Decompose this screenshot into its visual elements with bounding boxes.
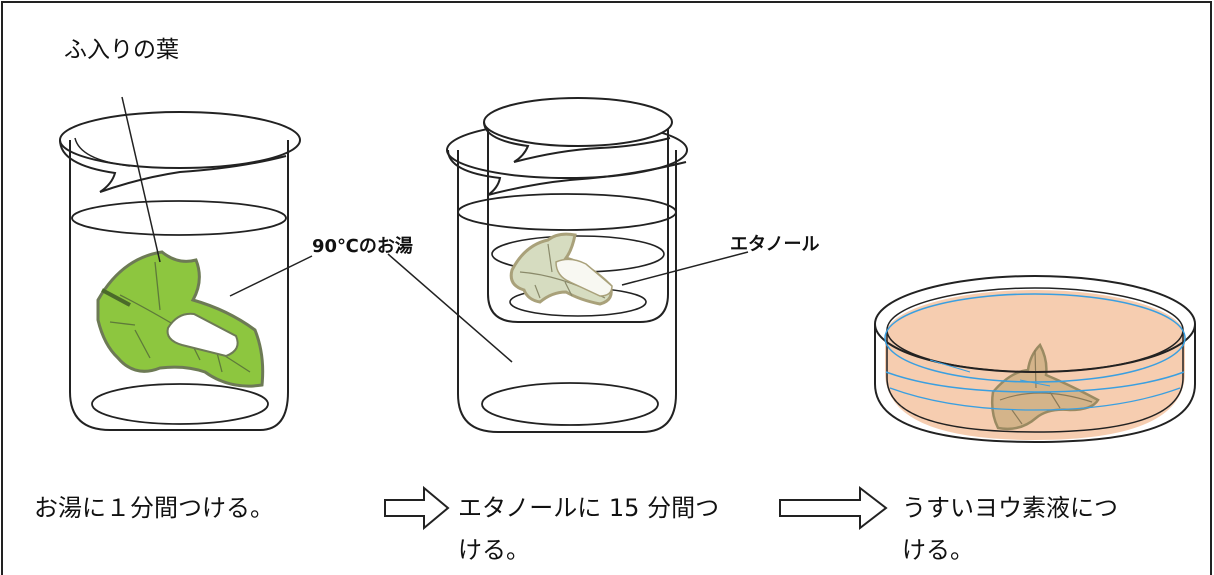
- iodine-leaf: [990, 342, 1100, 431]
- beaker-ethanol-bath: [387, 97, 749, 433]
- leaf-title: ふ入りの葉: [64, 37, 179, 63]
- arrow-step2-to-step3: [779, 485, 888, 531]
- step-3-text-line-2: ける。: [902, 536, 974, 564]
- step-2-text-line-1: エタノールに 15 分間つ: [458, 494, 720, 522]
- ethanol-label: エタノール: [730, 234, 820, 255]
- arrow-step1-to-step2: [384, 485, 450, 531]
- petri-dish-iodine: [874, 275, 1196, 444]
- step-3-text-line-1: うすいヨウ素液につ: [902, 494, 1118, 522]
- beaker-hot-water: [59, 96, 313, 431]
- hot-water-label: 90℃のお湯: [312, 236, 413, 257]
- step-2-text-line-2: ける。: [458, 536, 530, 564]
- step-1-text: お湯に１分間つける。: [34, 494, 274, 522]
